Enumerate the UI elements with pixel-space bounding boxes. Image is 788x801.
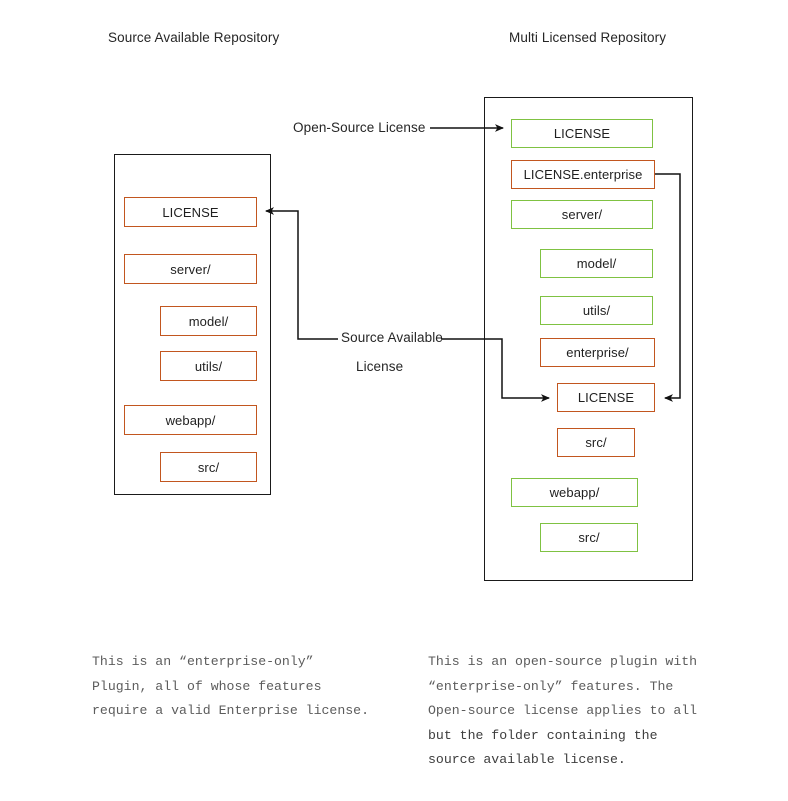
node-label: webapp/ [165, 412, 216, 428]
left-node-model[interactable]: model/ [160, 306, 257, 336]
node-label: LICENSE [553, 126, 611, 141]
right-node-src-enterprise[interactable]: src/ [557, 428, 635, 457]
right-node-license-enterprise[interactable]: LICENSE.enterprise [511, 160, 655, 189]
right-node-src-open-source[interactable]: src/ [540, 523, 638, 552]
node-label: model/ [188, 313, 229, 329]
right-node-model[interactable]: model/ [540, 249, 653, 278]
edge-source-available-to-left-license [265, 207, 338, 340]
right-node-license-source-available[interactable]: LICENSE [557, 383, 655, 412]
node-label: server/ [561, 207, 603, 222]
left-node-src[interactable]: src/ [160, 452, 257, 482]
node-label: server/ [170, 261, 211, 277]
node-label: LICENSE [577, 390, 635, 405]
node-label: enterprise/ [566, 345, 629, 360]
right-node-server[interactable]: server/ [511, 200, 653, 229]
edge-label-open-source-license: Open-Source License [293, 120, 426, 135]
node-label: utils/ [194, 358, 223, 374]
right-node-webapp[interactable]: webapp/ [511, 478, 638, 507]
right-node-license-open-source[interactable]: LICENSE [511, 119, 653, 148]
right-caption-part1: This is an open-source plugin with “ente… [428, 654, 698, 718]
right-caption-part2: but the folder containing the source ava… [428, 727, 658, 768]
node-label: src/ [578, 530, 600, 545]
left-caption: This is an “enterprise-only” Plugin, all… [92, 654, 369, 718]
node-label: src/ [197, 459, 220, 475]
left-node-utils[interactable]: utils/ [160, 351, 257, 381]
edge-label-source-available-line1: Source Available [341, 330, 443, 345]
left-node-webapp[interactable]: webapp/ [124, 405, 257, 435]
node-label: LICENSE.enterprise [523, 167, 643, 182]
right-column-title: Multi Licensed Repository [509, 30, 667, 45]
node-label: webapp/ [549, 485, 600, 500]
node-label: model/ [576, 256, 617, 271]
right-node-utils[interactable]: utils/ [540, 296, 653, 325]
left-node-license[interactable]: LICENSE [124, 197, 257, 227]
right-node-enterprise[interactable]: enterprise/ [540, 338, 655, 367]
left-node-server[interactable]: server/ [124, 254, 257, 284]
left-column-title: Source Available Repository [108, 30, 280, 45]
node-label: utils/ [582, 303, 611, 318]
right-caption: This is an open-source plugin with “ente… [428, 650, 728, 773]
edge-label-source-available-line2: License [356, 359, 404, 374]
node-label: LICENSE [162, 204, 219, 220]
node-label: src/ [585, 435, 607, 450]
